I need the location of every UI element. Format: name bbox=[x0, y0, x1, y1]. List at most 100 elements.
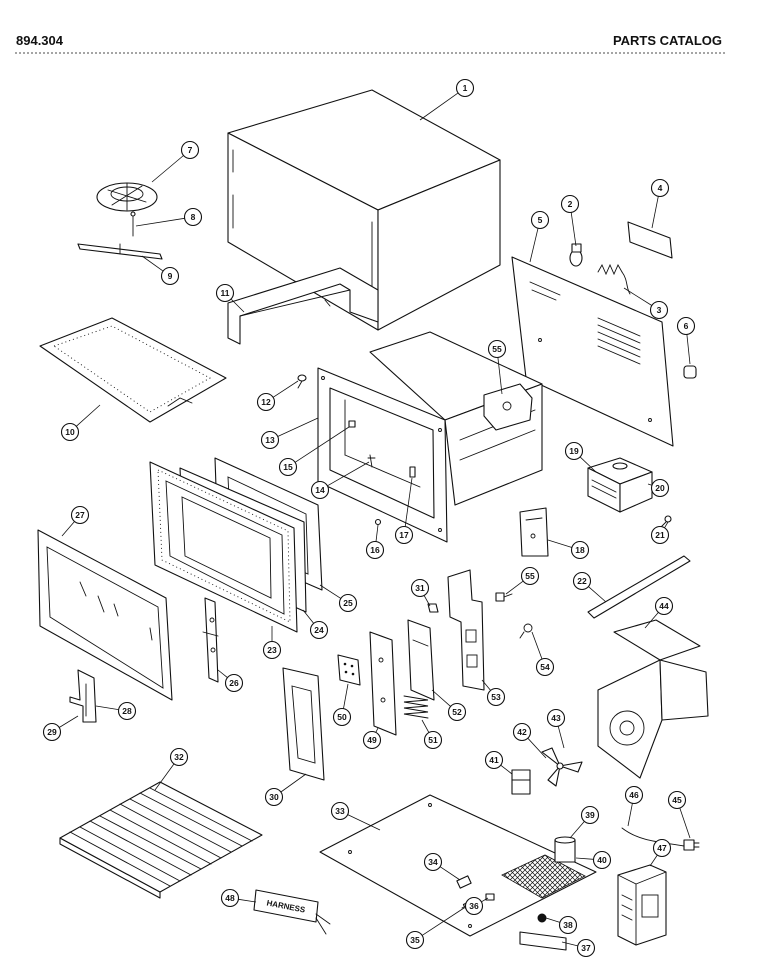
callout-number: 49 bbox=[367, 735, 377, 745]
part-51-coil bbox=[403, 695, 429, 719]
callout-number: 6 bbox=[684, 321, 689, 331]
part-16-screw bbox=[374, 518, 382, 526]
callout-20: 20 bbox=[647, 478, 670, 498]
callout-circle bbox=[262, 640, 282, 660]
callout-circle bbox=[260, 430, 280, 450]
callout-number: 48 bbox=[225, 893, 235, 903]
callout-leader-line bbox=[579, 456, 597, 473]
part-48-harness: HARNESS bbox=[253, 889, 331, 935]
callout-leader-line bbox=[627, 803, 633, 827]
callout-leader-line bbox=[647, 483, 653, 486]
part-49-control-panel bbox=[369, 631, 397, 736]
callout-leader-line bbox=[505, 580, 524, 595]
callout-36: 36 bbox=[464, 896, 489, 916]
part-7-stirrer bbox=[96, 182, 158, 212]
callout-7: 7 bbox=[151, 140, 200, 183]
part-41-fan-motor bbox=[511, 769, 531, 795]
callout-circle bbox=[564, 441, 584, 461]
catalog-title: PARTS CATALOG bbox=[613, 33, 722, 48]
callout-number: 41 bbox=[489, 755, 499, 765]
callout-leader-line bbox=[294, 426, 350, 463]
part-33-base-plate bbox=[319, 794, 597, 937]
callout-38: 38 bbox=[545, 915, 578, 935]
part-37-bracket bbox=[519, 931, 567, 951]
callout-circle bbox=[484, 750, 504, 770]
callout-number: 22 bbox=[577, 576, 587, 586]
callout-circle bbox=[650, 525, 670, 545]
callout-leader-line bbox=[679, 807, 691, 839]
part-10-plate bbox=[39, 317, 227, 423]
callout-39: 39 bbox=[569, 805, 600, 839]
callout-number: 35 bbox=[410, 935, 420, 945]
callout-circle bbox=[410, 578, 430, 598]
callout-10: 10 bbox=[60, 404, 101, 442]
callout-number: 21 bbox=[655, 530, 665, 540]
callout-number: 34 bbox=[428, 857, 438, 867]
part-30-door-handle bbox=[282, 667, 325, 781]
part-9-bracket-bar bbox=[77, 243, 163, 260]
callout-circle bbox=[264, 787, 284, 807]
callout-leader-line bbox=[280, 773, 307, 793]
callout-number: 8 bbox=[191, 212, 196, 222]
callout-circle bbox=[652, 838, 672, 858]
callout-number: 51 bbox=[428, 735, 438, 745]
part-55-switch bbox=[495, 592, 513, 602]
callout-circle bbox=[530, 210, 550, 230]
part-31-clip bbox=[427, 603, 439, 613]
callout-leader-line bbox=[481, 679, 491, 691]
callout-circle bbox=[654, 596, 674, 616]
callout-number: 33 bbox=[335, 806, 345, 816]
callout-circle bbox=[649, 300, 669, 320]
callout-leader-line bbox=[421, 719, 430, 733]
callout-2: 2 bbox=[560, 194, 580, 247]
part-13-oven-cavity bbox=[317, 331, 543, 543]
callout-leader-line bbox=[649, 854, 658, 867]
callout-leader-line bbox=[500, 764, 513, 775]
callout-number: 36 bbox=[469, 901, 479, 911]
callout-number: 43 bbox=[551, 713, 561, 723]
callout-leader-line bbox=[561, 941, 578, 947]
callout-29: 29 bbox=[42, 715, 79, 742]
callout-leader-line bbox=[547, 539, 573, 548]
part-19-magnetron bbox=[587, 457, 653, 513]
callout-circle bbox=[405, 930, 425, 950]
part-53-interlock-bracket bbox=[447, 569, 485, 691]
callout-13: 13 bbox=[260, 417, 319, 450]
callout-circle bbox=[546, 708, 566, 728]
callout-leader-line bbox=[375, 524, 379, 542]
callout-19: 19 bbox=[564, 441, 597, 473]
callout-leader-line bbox=[481, 897, 489, 903]
callout-35: 35 bbox=[405, 907, 465, 950]
callout-15: 15 bbox=[278, 426, 350, 477]
callout-circle bbox=[576, 938, 596, 958]
callout-leader-line bbox=[217, 669, 228, 678]
callout-leader-line bbox=[343, 683, 349, 709]
callout-31: 31 bbox=[410, 578, 431, 607]
callout-9: 9 bbox=[141, 255, 180, 286]
callout-number: 39 bbox=[585, 810, 595, 820]
callout-number: 31 bbox=[415, 583, 425, 593]
callout-number: 27 bbox=[75, 510, 85, 520]
callout-circle bbox=[570, 540, 590, 560]
callout-number: 32 bbox=[174, 752, 184, 762]
callout-leader-line bbox=[327, 461, 370, 487]
callout-leader-line bbox=[141, 255, 164, 272]
callout-number: 24 bbox=[314, 625, 324, 635]
callout-47: 47 bbox=[649, 838, 672, 867]
callout-23: 23 bbox=[262, 626, 282, 660]
callout-number: 52 bbox=[452, 707, 462, 717]
callout-number: 50 bbox=[337, 712, 347, 722]
callout-number: 29 bbox=[47, 727, 57, 737]
callout-leader-line bbox=[651, 196, 659, 229]
callout-48: 48 bbox=[220, 888, 257, 908]
callout-55: 55 bbox=[487, 339, 507, 395]
callout-circle bbox=[423, 730, 443, 750]
part-4-plate bbox=[627, 221, 673, 259]
callout-leader-line bbox=[319, 584, 342, 599]
callout-5: 5 bbox=[529, 210, 550, 263]
callout-circle bbox=[535, 657, 555, 677]
callout-leader-line bbox=[61, 521, 75, 537]
callout-circle bbox=[423, 852, 443, 872]
callout-42: 42 bbox=[512, 722, 547, 759]
